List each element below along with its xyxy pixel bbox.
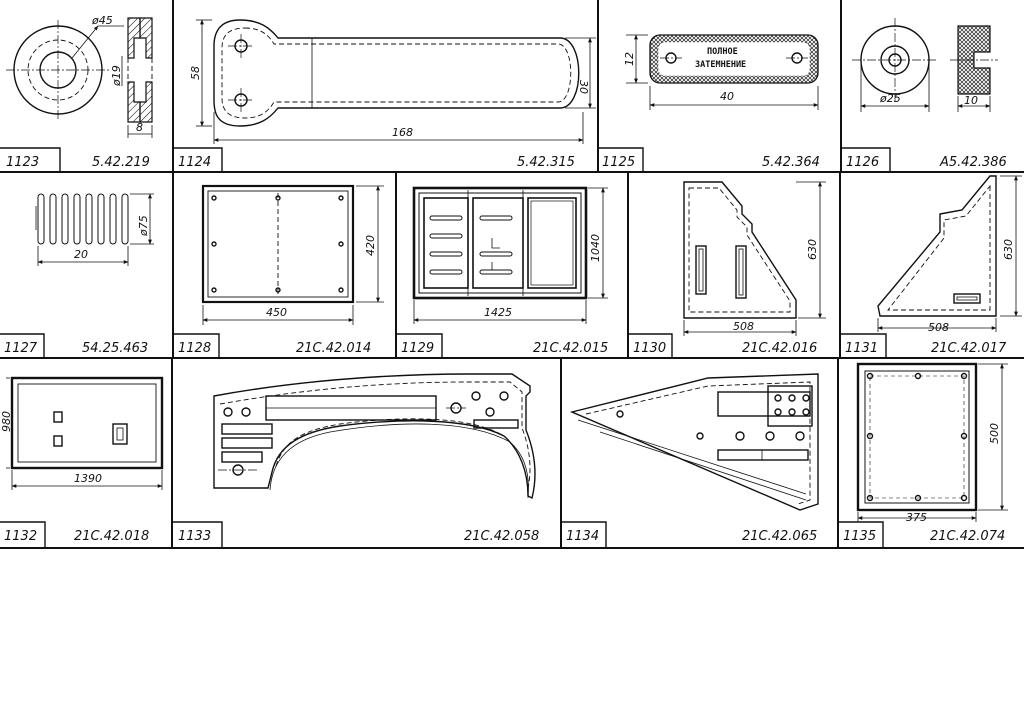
part-number-1131: 1131 — [845, 341, 878, 356]
dim-1132-height: 980 — [0, 411, 13, 432]
dim-1124-height: 58 — [189, 66, 202, 80]
drawing-1125-label-plate — [626, 34, 819, 110]
part-code-1133: 21С.42.058 — [464, 529, 539, 544]
dim-1131-height: 630 — [1002, 239, 1015, 260]
drawing-1129-window-frame — [412, 186, 608, 324]
part-number-1133: 1133 — [178, 529, 211, 544]
dim-1124-strap-width: 30 — [577, 80, 590, 94]
part-code-1123: 5.42.219 — [92, 155, 150, 170]
part-code-1129: 21С.42.015 — [533, 341, 608, 356]
dim-1132-width: 1390 — [74, 472, 102, 485]
drawing-1131-triangular-panel — [877, 175, 1022, 332]
stamp-text-line-1: ПОЛНОЕ — [707, 47, 738, 57]
part-code-1125: 5.42.364 — [762, 155, 820, 170]
drawing-1127-spring — [35, 193, 154, 266]
dim-1135-height: 500 — [988, 423, 1001, 444]
part-number-1123: 1123 — [6, 155, 39, 170]
part-code-1126: А5.42.386 — [939, 155, 1007, 170]
dim-1123-outer-diameter: ø45 — [91, 14, 113, 27]
part-code-1132: 21С.42.018 — [74, 529, 149, 544]
part-code-1130: 21С.42.016 — [742, 341, 817, 356]
dim-1123-inner-diameter: ø19 — [110, 65, 123, 87]
part-number-1132: 1132 — [4, 529, 37, 544]
drawing-1132-panel — [6, 376, 164, 490]
part-number-1129: 1129 — [401, 341, 434, 356]
dim-1128-height: 420 — [364, 235, 377, 256]
part-number-1127: 1127 — [4, 341, 38, 356]
drawing-1135-frame — [856, 362, 1008, 522]
drawing-1130-stepped-panel — [683, 181, 826, 336]
part-number-1130: 1130 — [633, 341, 666, 356]
part-number-1128: 1128 — [178, 341, 211, 356]
dim-1127-length: 20 — [74, 248, 88, 261]
part-code-1128: 21С.42.014 — [296, 341, 371, 356]
dim-1130-width: 508 — [733, 320, 754, 333]
drawing-1126-bushing — [852, 18, 998, 112]
dim-1129-height: 1040 — [589, 234, 602, 262]
dim-1131-width: 508 — [928, 321, 949, 334]
part-code-1124: 5.42.315 — [517, 155, 575, 170]
drawing-1124-strap — [196, 19, 596, 144]
part-number-1124: 1124 — [178, 155, 211, 170]
dim-1126-diameter: ø25 — [879, 92, 901, 105]
dim-1125-height: 12 — [623, 52, 636, 66]
sheet-grid — [0, 0, 1024, 549]
dim-1130-height: 630 — [806, 239, 819, 260]
drawing-1133-dashboard-panel — [213, 373, 536, 500]
dim-1129-width: 1425 — [484, 306, 512, 319]
part-code-1134: 21С.42.065 — [742, 529, 817, 544]
part-number-1135: 1135 — [843, 529, 876, 544]
dim-1125-length: 40 — [720, 90, 734, 103]
dim-1123-width: 8 — [136, 121, 143, 134]
part-number-1125: 1125 — [602, 155, 635, 170]
dim-1135-width: 375 — [906, 511, 927, 524]
part-code-1135: 21С.42.074 — [930, 529, 1005, 544]
dim-1126-thickness: 10 — [964, 94, 978, 107]
dim-1128-width: 450 — [266, 306, 287, 319]
part-code-1131: 21С.42.017 — [931, 341, 1007, 356]
drawing-1128-panel — [201, 184, 384, 325]
dim-1127-diameter: ø75 — [137, 215, 150, 237]
part-labels: 1123 5.42.219 1124 5.42.315 1125 5.42.36… — [4, 155, 1007, 544]
part-code-1127: 54.25.463 — [82, 341, 148, 356]
stamp-text-line-2: ЗАТЕМНЕНИЕ — [695, 60, 746, 70]
part-number-1126: 1126 — [846, 155, 879, 170]
drawing-1134-wedge-panel — [569, 373, 819, 511]
dim-1124-length: 168 — [392, 126, 413, 139]
drawing-1123-grommet — [6, 17, 153, 138]
part-number-1134: 1134 — [566, 529, 599, 544]
